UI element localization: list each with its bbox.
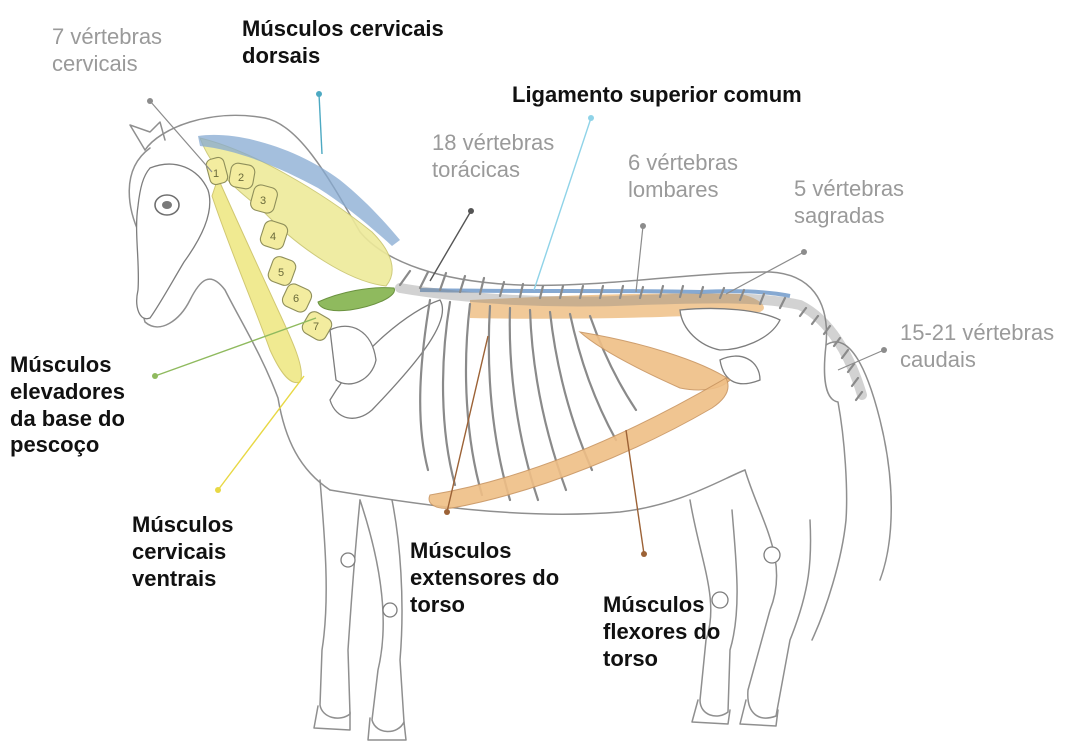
vertebra-number: 7 <box>313 321 319 333</box>
vertebra-number: 3 <box>260 195 266 207</box>
torso-flexor-muscles <box>429 332 730 508</box>
label-ventral-cervical-muscles: Músculos cervicais ventrais <box>132 512 233 592</box>
horse-skull <box>137 164 210 319</box>
label-superior-ligament: Ligamento superior comum <box>512 82 802 109</box>
label-sacral-vertebrae: 5 vértebras sagradas <box>794 176 904 230</box>
label-thoracic-vertebrae: 18 vértebras torácicas <box>432 130 554 184</box>
label-dorsal-cervical-muscles: Músculos cervicais dorsais <box>242 16 444 70</box>
shoulder-bones <box>330 300 443 418</box>
tail-vertebrae <box>800 308 862 400</box>
neck-base-elevator-muscle <box>318 288 394 311</box>
vertebra-number: 5 <box>278 267 284 279</box>
label-lumbar-vertebrae: 6 vértebras lombares <box>628 150 738 204</box>
vertebra-number: 2 <box>238 172 244 184</box>
horse-body-outline <box>129 115 891 740</box>
vertebra-number: 6 <box>293 293 299 305</box>
label-torso-extensors: Músculos extensores do torso <box>410 538 559 618</box>
label-cervical-vertebrae: 7 vértebras cervicais <box>52 24 162 78</box>
label-neck-base-elevators: Músculos elevadores da base do pescoço <box>10 352 125 459</box>
label-caudal-vertebrae: 15-21 vértebras caudais <box>900 320 1054 374</box>
label-torso-flexors: Músculos flexores do torso <box>603 592 720 672</box>
vertebra-number: 4 <box>270 231 276 243</box>
vertebra-number: 1 <box>213 168 219 180</box>
